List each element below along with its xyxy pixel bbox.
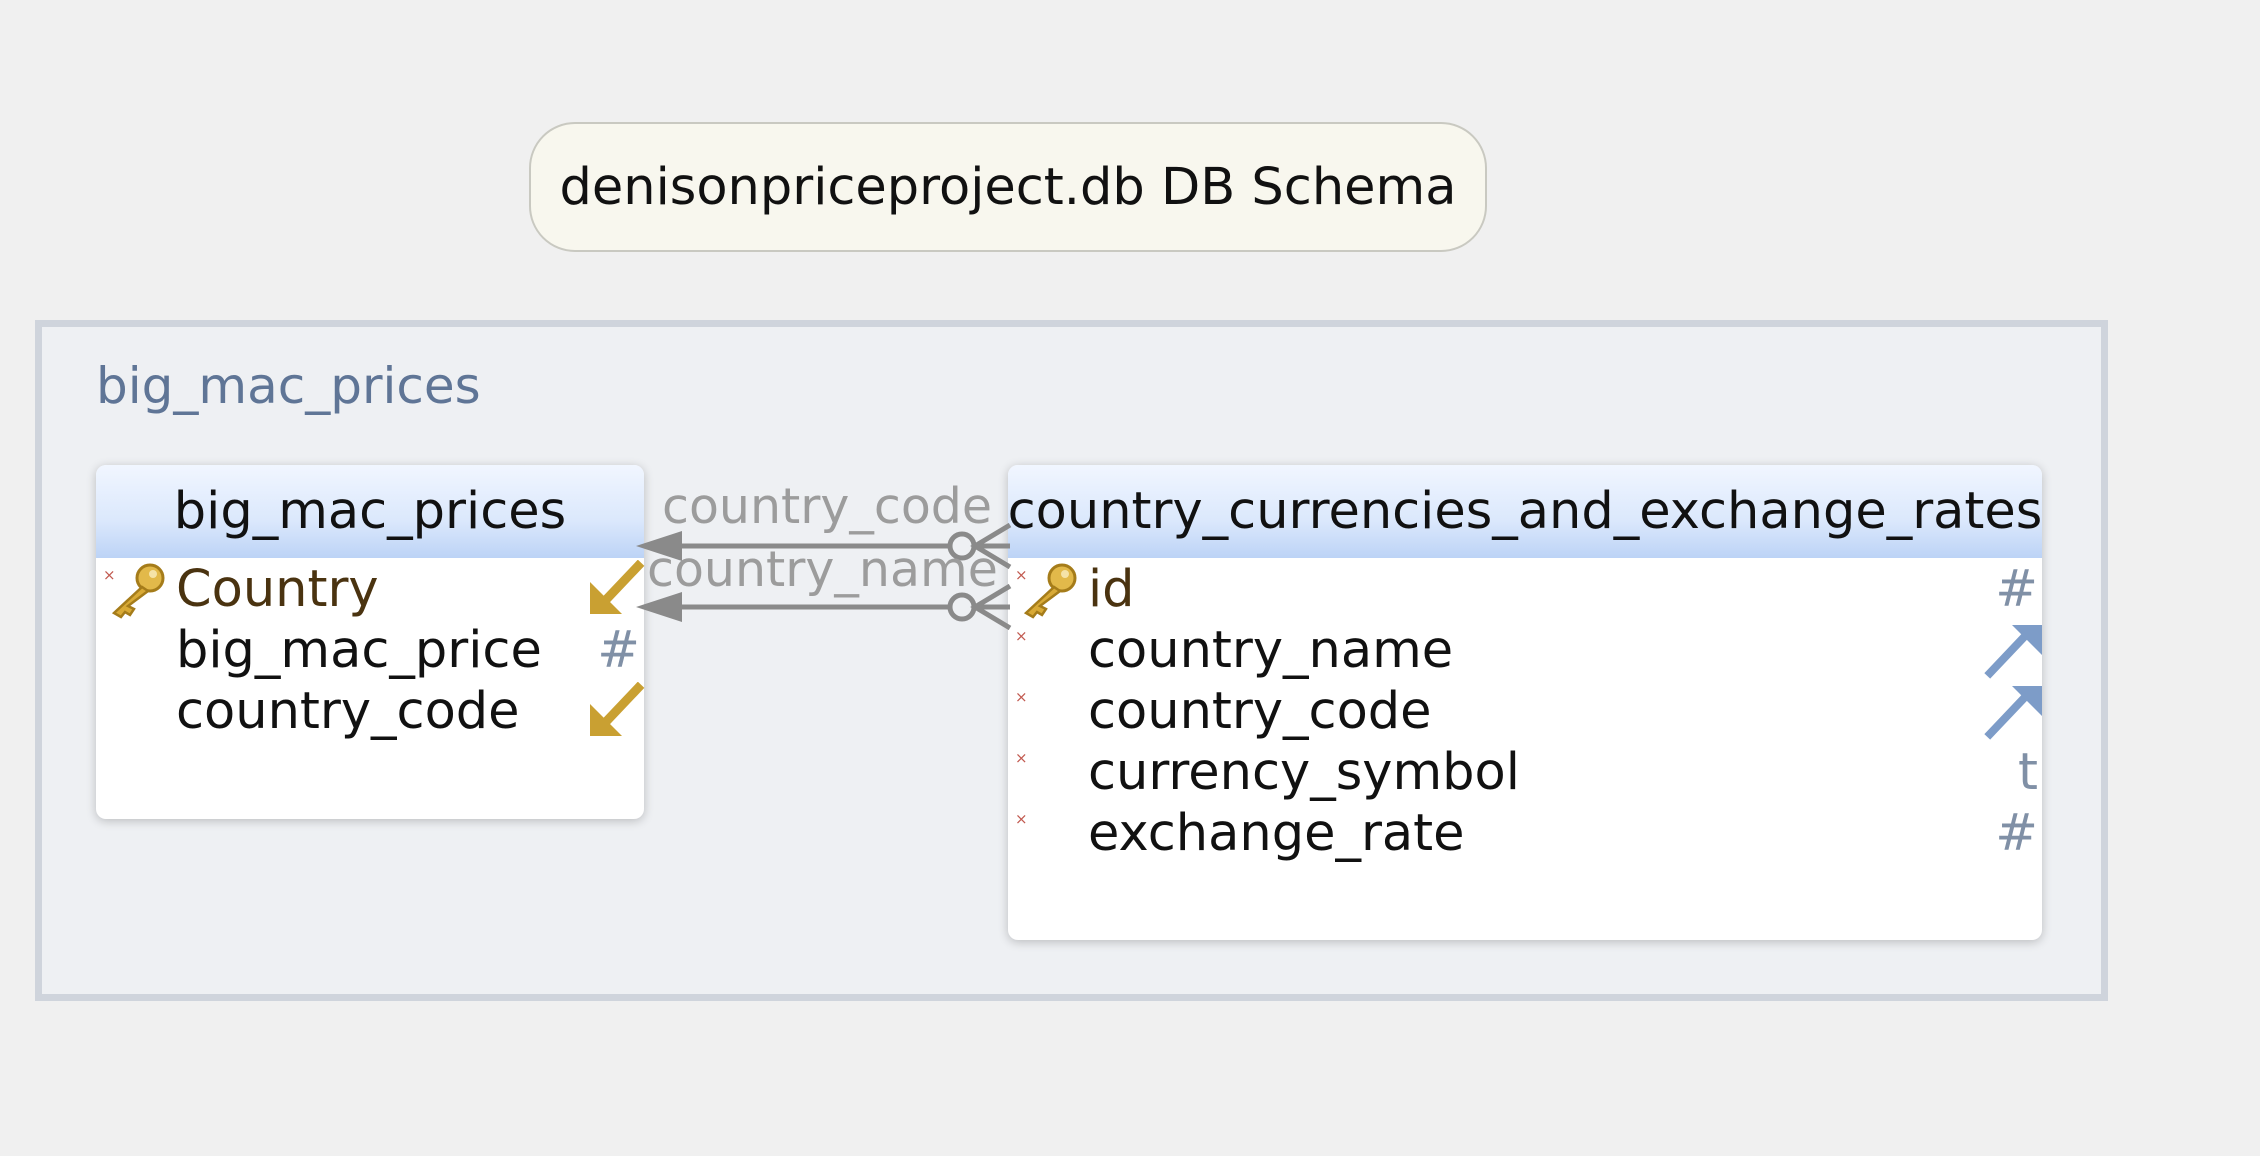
- column-row[interactable]: country_code: [96, 680, 645, 741]
- column-type-icon: #: [597, 621, 640, 680]
- referenced-key-icon: [1984, 686, 2042, 740]
- not-null-marker: ×: [1015, 749, 1028, 767]
- foreign-key-out-icon: [590, 560, 645, 614]
- column-name: currency_symbol: [1088, 743, 1520, 802]
- column-type-icon: t: [2018, 743, 2038, 802]
- primary-key-icon: [111, 563, 165, 619]
- column-name: id: [1088, 560, 1135, 619]
- column-row[interactable]: big_mac_price #: [96, 619, 644, 680]
- column-name: exchange_rate: [1088, 804, 1465, 863]
- column-name: Country: [176, 560, 379, 619]
- table-country-currencies-and-exchange-rates[interactable]: country_currencies_and_exchange_rates × …: [1008, 465, 2042, 940]
- column-name: country_code: [176, 682, 520, 741]
- column-type-icon: #: [1995, 560, 2038, 619]
- table-header[interactable]: big_mac_prices: [96, 465, 644, 558]
- column-name: big_mac_price: [176, 621, 542, 680]
- relationship-connector[interactable]: [650, 583, 1012, 631]
- column-type-icon: #: [1995, 804, 2038, 863]
- not-null-marker: ×: [1015, 810, 1028, 828]
- foreign-key-out-icon: [590, 682, 645, 736]
- relationship-label: country_name: [647, 541, 998, 598]
- table-big-mac-prices[interactable]: big_mac_prices × Country big_mac_price #…: [96, 465, 645, 819]
- relationship-arrowhead: [636, 592, 682, 622]
- schema-title: denisonpriceproject.db DB Schema: [529, 122, 1487, 252]
- column-name: country_code: [1088, 682, 1432, 741]
- not-null-marker: ×: [1015, 688, 1028, 706]
- primary-key-icon: [1023, 563, 1077, 619]
- referenced-key-icon: [1984, 625, 2042, 679]
- column-row[interactable]: × country_name: [1008, 619, 2042, 680]
- column-row[interactable]: × exchange_rate #: [1008, 802, 2042, 863]
- column-name: country_name: [1088, 621, 1454, 680]
- not-null-marker: ×: [1015, 627, 1028, 645]
- column-row[interactable]: × currency_symbol t: [1008, 741, 2042, 802]
- relationship-connector[interactable]: [650, 522, 1012, 570]
- table-header[interactable]: country_currencies_and_exchange_rates: [1008, 465, 2042, 558]
- group-label: big_mac_prices: [96, 357, 481, 415]
- relationship-label: country_code: [662, 478, 993, 535]
- relationship-arrowhead: [636, 531, 682, 561]
- column-row[interactable]: × country_code: [1008, 680, 2042, 741]
- column-row[interactable]: × id #: [1008, 558, 2042, 619]
- not-null-marker: ×: [1015, 566, 1028, 584]
- not-null-marker: ×: [103, 566, 116, 584]
- column-row[interactable]: × Country: [96, 558, 645, 619]
